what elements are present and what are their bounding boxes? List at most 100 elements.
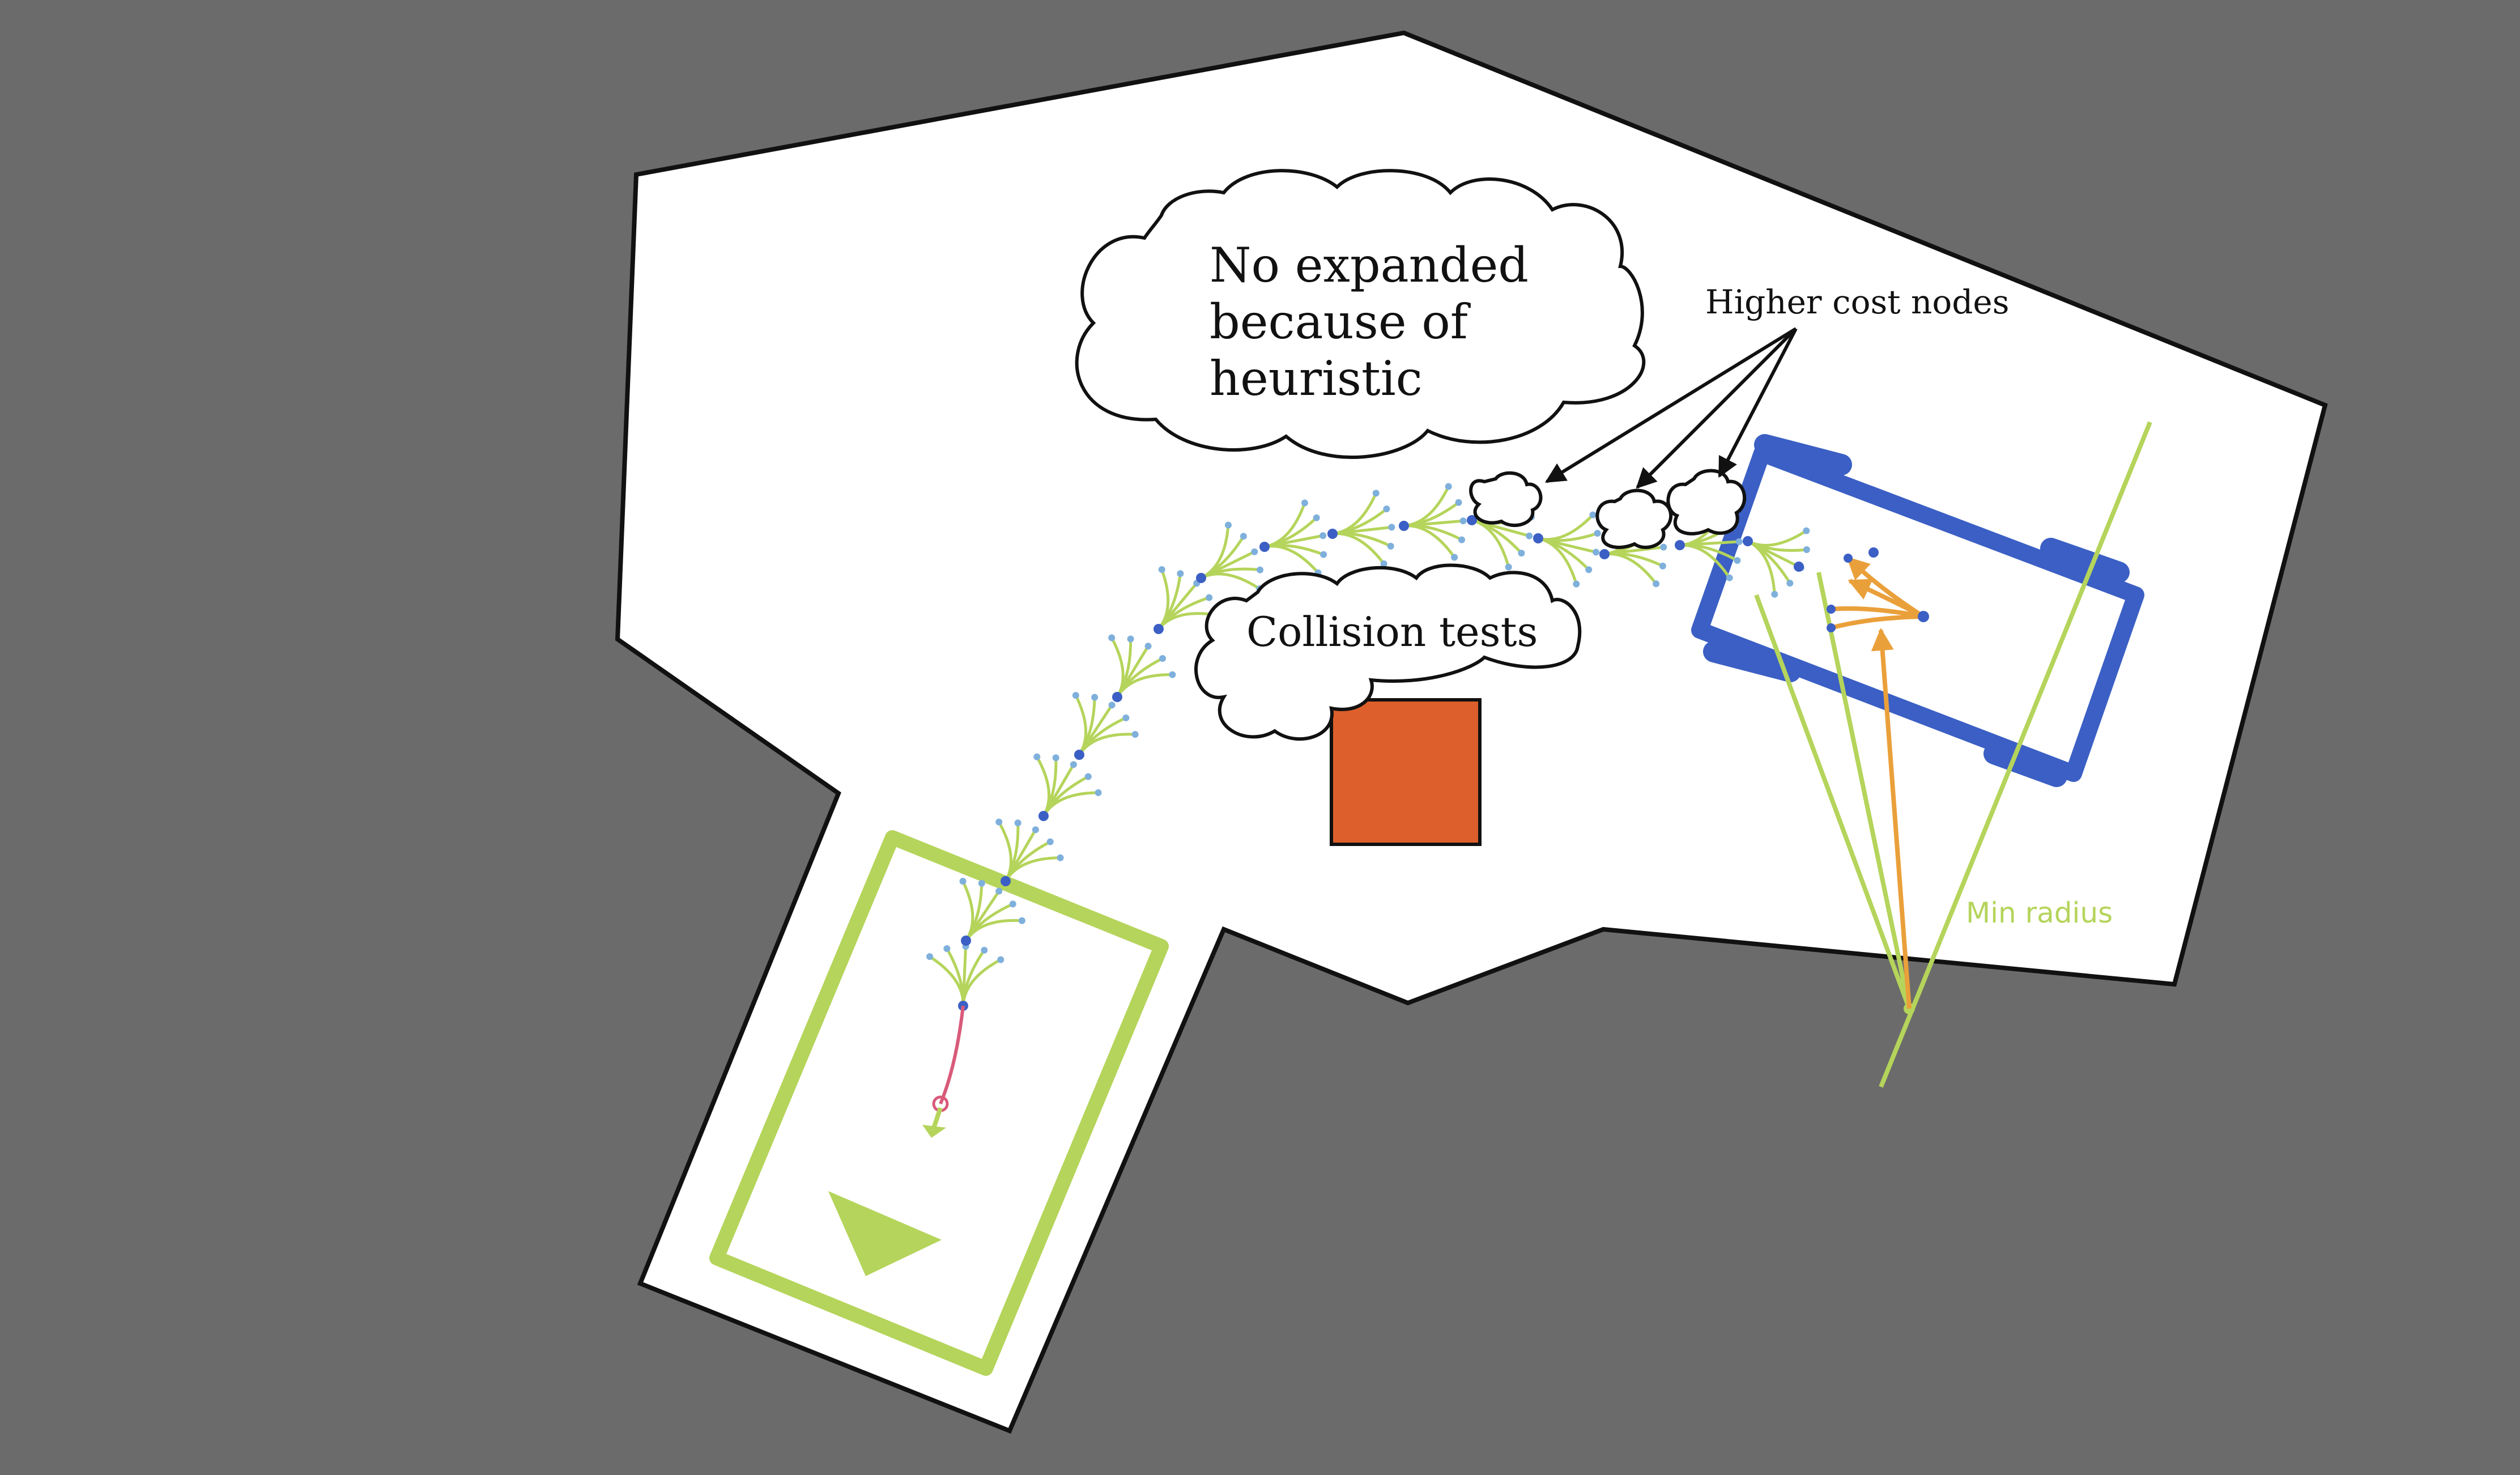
candidate-node xyxy=(1319,532,1327,539)
start-path xyxy=(922,1005,965,1138)
candidate-node xyxy=(997,956,1004,963)
candidate-node xyxy=(1383,505,1390,513)
candidate-node xyxy=(1589,511,1597,518)
tree-branch xyxy=(1078,733,1135,756)
candidate-node xyxy=(1108,634,1116,641)
candidate-node xyxy=(1046,838,1054,845)
candidate-node xyxy=(1144,643,1152,650)
higher-cost-label: Higher cost nodes xyxy=(1705,283,2010,321)
expanded-node xyxy=(1327,529,1338,539)
candidate-node xyxy=(1735,538,1743,545)
tree-branch xyxy=(1679,543,1731,579)
candidate-node xyxy=(1593,549,1600,556)
expanded-node xyxy=(1743,536,1753,546)
tree-branch xyxy=(1042,791,1099,817)
tree-branch xyxy=(1538,537,1578,585)
expanded-node xyxy=(961,936,971,946)
candidate-node xyxy=(1803,546,1810,554)
candidate-node xyxy=(981,946,988,954)
candidate-node xyxy=(1158,566,1165,573)
candidate-node xyxy=(1388,524,1395,531)
candidate-node xyxy=(1251,548,1258,555)
heuristic-cloud xyxy=(1075,169,1646,459)
candidate-node xyxy=(1771,590,1778,598)
candidate-node xyxy=(1526,532,1533,539)
heuristic-cloud-line-1: No expanded xyxy=(1210,237,1529,293)
tree-branch xyxy=(1332,532,1385,565)
candidate-node xyxy=(926,953,934,960)
expanded-node xyxy=(1533,533,1543,543)
candidate-node xyxy=(1257,566,1264,573)
candidate-node xyxy=(1505,563,1512,571)
candidate-node xyxy=(1455,499,1462,506)
candidate-node xyxy=(1009,900,1016,908)
candidate-node xyxy=(1585,566,1593,573)
candidate-node xyxy=(1445,483,1452,490)
higher-cost-clouds xyxy=(1469,469,1747,549)
start-area xyxy=(709,830,1169,1376)
candidate-node xyxy=(1380,560,1387,568)
candidate-node xyxy=(1660,543,1667,551)
candidate-node xyxy=(978,879,985,887)
candidate-node xyxy=(1320,551,1327,558)
candidate-node xyxy=(1014,819,1021,827)
candidate-node xyxy=(1240,533,1247,540)
candidate-node xyxy=(1734,557,1741,564)
tree-branch xyxy=(1264,545,1319,574)
candidate-node xyxy=(1786,580,1794,587)
expanded-node xyxy=(1038,811,1049,821)
collision-cloud-label: Collision tests xyxy=(1246,608,1538,656)
expanded-node xyxy=(1112,692,1122,702)
tree-branch xyxy=(1200,572,1261,590)
expanded-node xyxy=(1675,540,1685,550)
candidate-node xyxy=(1122,714,1130,721)
candidate-node xyxy=(995,887,1003,895)
heuristic-cloud-line-2: because of xyxy=(1210,294,1471,350)
expanded-node xyxy=(1467,515,1477,525)
tree-branch xyxy=(1747,539,1776,594)
candidate-node xyxy=(1313,514,1320,521)
candidate-node xyxy=(1127,635,1134,643)
expanded-node xyxy=(1399,521,1409,531)
candidate-node xyxy=(1372,490,1380,497)
candidate-node xyxy=(1726,574,1733,581)
tree-branch xyxy=(1116,673,1173,698)
candidate-node xyxy=(1224,521,1232,529)
candidate-node xyxy=(1108,702,1116,709)
search-tree xyxy=(926,483,1810,1011)
candidate-node xyxy=(1033,753,1041,760)
tree-branch xyxy=(1403,524,1456,558)
candidate-node xyxy=(1594,530,1601,537)
candidate-node xyxy=(1095,789,1102,796)
min-radius-lines xyxy=(1754,421,2152,1088)
expanded-node xyxy=(1074,750,1084,760)
heuristic-cloud-line-3: heuristic xyxy=(1210,351,1423,406)
tree-branch xyxy=(964,919,1023,942)
expanded-node xyxy=(1794,562,1804,572)
expanded-node xyxy=(1259,542,1270,552)
tree-branch xyxy=(1604,552,1658,585)
final-approach-nodes xyxy=(1827,547,1929,632)
candidate-node xyxy=(1518,550,1525,557)
expanded-node xyxy=(1153,624,1164,634)
candidate-node xyxy=(1057,854,1064,861)
tree-branch xyxy=(1471,518,1510,568)
candidate-node xyxy=(1458,536,1466,543)
candidate-node xyxy=(1032,826,1039,834)
candidate-node xyxy=(1018,917,1025,924)
candidate-node xyxy=(1206,594,1213,601)
tree-branch xyxy=(1004,856,1061,882)
candidate-node xyxy=(959,878,967,885)
candidate-node xyxy=(1659,562,1666,569)
candidate-node xyxy=(1091,694,1099,701)
final-approach xyxy=(1830,556,1925,1009)
obstacle xyxy=(1330,698,1482,846)
candidate-node xyxy=(943,945,951,952)
candidate-node xyxy=(1169,671,1176,678)
higher-cost-arrows xyxy=(1544,327,1798,489)
candidate-node xyxy=(1573,580,1580,588)
candidate-node xyxy=(1459,517,1467,525)
candidate-node xyxy=(1072,692,1079,699)
candidate-node xyxy=(1177,570,1184,577)
candidate-node xyxy=(995,818,1003,826)
